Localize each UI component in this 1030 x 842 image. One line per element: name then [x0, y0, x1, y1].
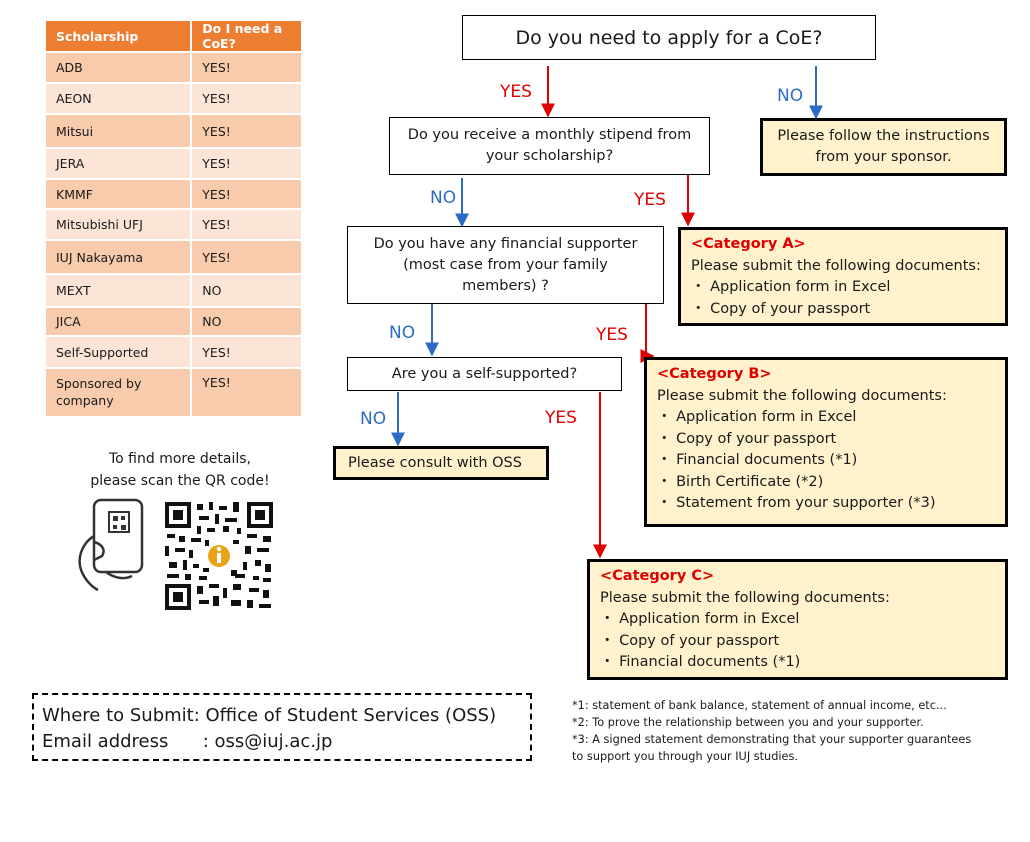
phone-scan-icon	[78, 498, 144, 592]
no-label: NO	[777, 86, 804, 106]
outcome-text: Please consult with OSS	[348, 455, 522, 471]
qr-code-icon	[163, 500, 275, 612]
scholarship-name: Mitsui	[46, 113, 193, 148]
scholarship-name: Mitsubishi UFJ	[46, 208, 193, 240]
qr-caption-line: To find more details,	[108, 451, 252, 467]
question-text: Do you have any financial supporter	[373, 235, 638, 252]
document-item: ・ Copy of your passport	[600, 632, 780, 649]
coe-value: YES!	[191, 367, 301, 416]
coe-value: YES!	[191, 178, 301, 209]
coe-value: NO	[191, 306, 301, 336]
no-label: NO	[430, 188, 457, 208]
scholarship-name: IUJ Nakayama	[46, 239, 193, 274]
qr-caption: To find more details, please scan the QR…	[70, 448, 290, 492]
question-text: (most case from your family	[403, 256, 608, 273]
document-list: ・ Application form in Excel ・ Copy of yo…	[691, 277, 1005, 320]
coe-value: YES!	[191, 51, 301, 83]
category-title: <Category B>	[657, 366, 772, 382]
coe-value: NO	[191, 273, 301, 307]
outcome-text: from your sponsor.	[815, 149, 952, 165]
outcome-consult-oss: Please consult with OSS	[333, 446, 549, 480]
question-self-supported: Are you a self-supported?	[347, 357, 622, 391]
category-intro: Please submit the following documents:	[657, 387, 947, 404]
question-need-coe: Do you need to apply for a CoE?	[462, 15, 876, 60]
footnotes: *1: statement of bank balance, statement…	[572, 697, 971, 765]
qr-caption-line: please scan the QR code!	[90, 473, 270, 489]
question-text: Do you receive a monthly stipend from	[407, 127, 692, 143]
coe-value: YES!	[191, 208, 301, 240]
info-icon	[206, 543, 232, 569]
yes-label: YES	[500, 82, 532, 102]
coe-value: YES!	[191, 147, 301, 179]
outcome-text: Please follow the instructions	[777, 128, 990, 144]
document-item: ・ Birth Certificate (*2)	[657, 473, 824, 490]
yes-label: YES	[545, 408, 577, 428]
question-monthly-stipend: Do you receive a monthly stipend from yo…	[389, 117, 710, 175]
question-text: members) ?	[462, 277, 549, 294]
coe-value: YES!	[191, 335, 301, 368]
document-item: ・ Copy of your passport	[657, 430, 837, 447]
scholarship-name: ADB	[46, 51, 193, 83]
scholarship-name: KMMF	[46, 178, 193, 209]
no-label: NO	[389, 323, 416, 343]
footnote: *2: To prove the relationship between yo…	[572, 716, 924, 729]
scholarship-name: Self-Supported	[46, 335, 193, 368]
header-scholarship: Scholarship	[46, 21, 193, 52]
footnote: *3: A signed statement demonstrating tha…	[572, 733, 972, 746]
question-text: Do you need to apply for a CoE?	[515, 26, 823, 49]
arrow-q3-yes	[640, 304, 655, 363]
document-item: ・ Statement from your supporter (*3)	[657, 495, 936, 511]
scholarship-name: AEON	[46, 82, 193, 114]
yes-label: YES	[634, 190, 666, 210]
no-label: NO	[360, 409, 387, 429]
document-item: ・ Application form in Excel	[600, 611, 800, 627]
document-item: ・ Application form in Excel	[691, 279, 891, 295]
question-text: Are you a self-supported?	[391, 366, 578, 382]
scholarship-name: JERA	[46, 147, 193, 179]
document-list: ・ Application form in Excel ・ Copy of yo…	[600, 609, 1005, 674]
category-b-box: <Category B> Please submit the following…	[644, 357, 1008, 527]
outcome-follow-sponsor: Please follow the instructions from your…	[760, 118, 1007, 176]
question-text: your scholarship?	[485, 148, 614, 164]
document-item: ・ Financial documents (*1)	[600, 654, 801, 670]
coe-value: YES!	[191, 82, 301, 114]
category-intro: Please submit the following documents:	[691, 257, 981, 274]
category-intro: Please submit the following documents:	[600, 589, 890, 606]
document-item: ・ Copy of your passport	[691, 300, 871, 317]
yes-label: YES	[596, 325, 628, 345]
scholarship-name: JICA	[46, 306, 193, 336]
coe-value: YES!	[191, 239, 301, 274]
scholarship-name: Sponsored by company	[46, 367, 193, 416]
coe-value: YES!	[191, 113, 301, 148]
submit-email: Email address : oss@iuj.ac.jp	[42, 731, 333, 752]
document-item: ・ Financial documents (*1)	[657, 452, 858, 468]
header-coe: Do I need a CoE?	[191, 21, 301, 52]
category-title: <Category C>	[600, 568, 715, 584]
document-item: ・ Application form in Excel	[657, 409, 857, 425]
submit-info-box: Where to Submit: Office of Student Servi…	[32, 693, 532, 761]
footnote: *1: statement of bank balance, statement…	[572, 699, 947, 712]
submit-location: Where to Submit: Office of Student Servi…	[42, 705, 497, 726]
category-title: <Category A>	[691, 236, 806, 252]
question-financial-supporter: Do you have any financial supporter (mos…	[347, 226, 664, 304]
document-list: ・ Application form in Excel ・ Copy of yo…	[657, 407, 1005, 515]
category-c-box: <Category C> Please submit the following…	[587, 559, 1008, 680]
scholarship-name: MEXT	[46, 273, 193, 307]
category-a-box: <Category A> Please submit the following…	[678, 227, 1008, 326]
footnote: to support you through your IUJ studies.	[572, 750, 798, 763]
